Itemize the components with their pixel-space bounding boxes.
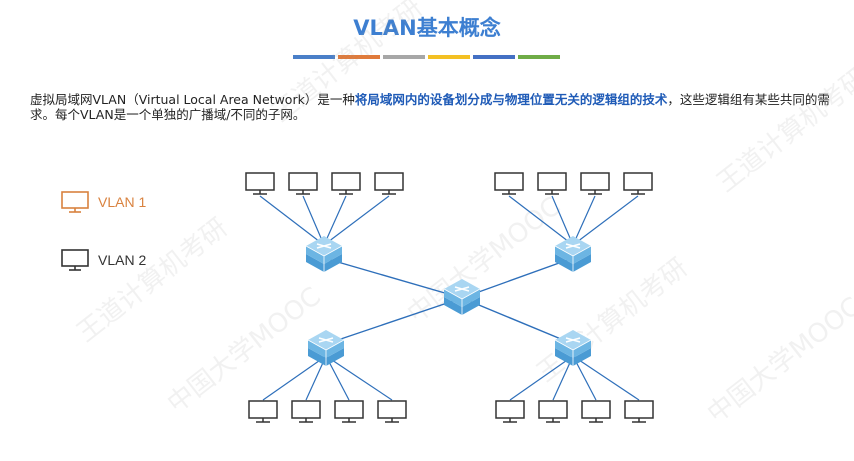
computer-icon [581,400,611,423]
computer-icon [580,172,610,195]
computer-icon [538,400,568,423]
computer-icon [291,400,321,423]
legend-vlan2-label: VLAN 2 [98,252,147,268]
computer-icon [288,172,318,195]
computer-icon [334,400,364,423]
switch-icon [554,235,592,273]
switch-icon [443,278,481,316]
description-highlight: 将局域网内的设备划分成与物理位置无关的逻辑组的技术 [354,92,668,107]
legend-vlan1: VLAN 1 [60,190,146,214]
trunk-links [323,257,574,345]
title-color-bar [293,55,560,59]
description-part2: ，这些逻辑组有某些共同的需求。每个VLAN是一个单独的广播域/不同的子网。 [30,92,830,122]
computer-icon [495,400,525,423]
switch-icon [305,235,343,273]
computer-icon [248,400,278,423]
color-bar-segment [383,55,425,59]
description-text: 虚拟局域网VLAN（Virtual Local Area Network）是一种… [30,92,830,122]
monitor-icon [61,191,89,213]
description-part1: 虚拟局域网VLAN（Virtual Local Area Network）是一种 [30,92,355,107]
computer-icon [494,172,524,195]
color-bar-segment [293,55,335,59]
computer-icon [624,400,654,423]
computer-icon [374,172,404,195]
computer-icon [537,172,567,195]
computer-icon [245,172,275,195]
color-bar-segment [338,55,380,59]
color-bar-segment [518,55,560,59]
legend-vlan2: VLAN 2 [60,248,146,272]
monitor-icon [61,249,89,271]
computer-icon [623,172,653,195]
switch-icon [554,329,592,367]
access-links [259,195,640,401]
color-bar-segment [473,55,515,59]
computer-icon [331,172,361,195]
page-title: VLAN基本概念 [353,16,501,40]
switch-icon [307,329,345,367]
color-bar-segment [428,55,470,59]
legend-vlan1-label: VLAN 1 [98,194,147,210]
computer-icon [377,400,407,423]
